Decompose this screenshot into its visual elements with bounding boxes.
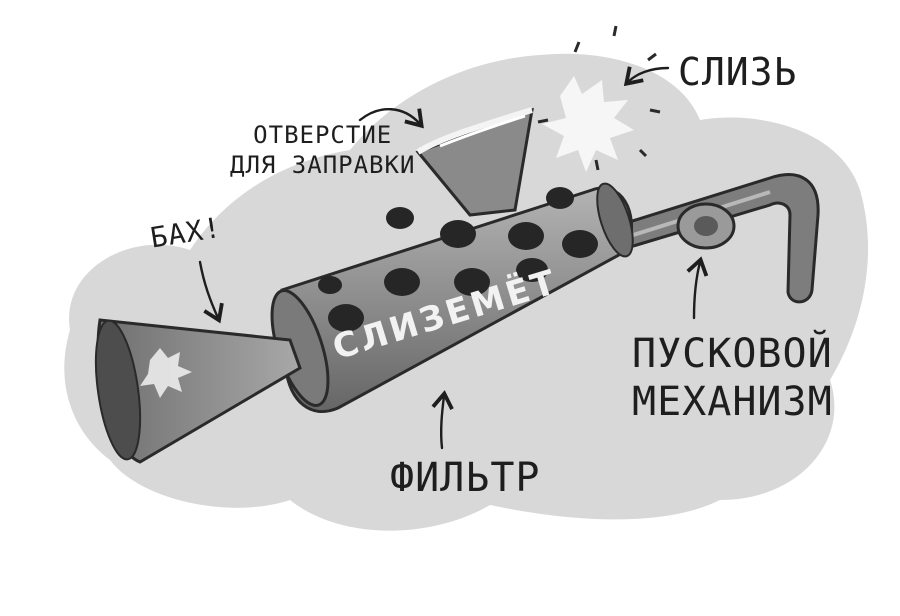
label-slime: СЛИЗЬ: [678, 50, 798, 94]
slime-splat: [537, 25, 661, 172]
label-filler-hole: ОТВЕРСТИЕ ДЛЯ ЗАПРАВКИ: [230, 120, 415, 180]
label-filler-line2: ДЛЯ ЗАПРАВКИ: [230, 151, 416, 179]
filter-holes: [318, 187, 598, 332]
arrow-filler: [358, 107, 424, 129]
hole: [516, 258, 548, 282]
label-filler-line1: ОТВЕРСТИЕ: [253, 121, 393, 149]
label-trigger: ПУСКОВОЙ МЕХАНИЗМ: [632, 330, 833, 426]
arrows: [198, 66, 709, 450]
hole: [318, 276, 342, 294]
hole: [546, 187, 574, 209]
hole: [328, 304, 364, 332]
arrow-trigger: [686, 256, 709, 320]
muzzle-cone: [94, 318, 302, 464]
label-filter: ФИЛЬТР: [390, 455, 541, 501]
trigger: [676, 202, 736, 250]
label-trigger-line2: МЕХАНИЗМ: [632, 379, 833, 425]
filler-funnel: [415, 107, 534, 217]
hole: [508, 222, 544, 250]
label-trigger-line1: ПУСКОВОЙ: [632, 331, 833, 377]
hole: [440, 220, 476, 248]
arrow-slime: [623, 66, 670, 87]
hole: [384, 268, 420, 296]
arrow-filter: [431, 390, 454, 450]
hole: [454, 268, 490, 296]
arrow-bang: [198, 260, 224, 324]
hole: [386, 207, 414, 229]
hole: [562, 230, 598, 258]
